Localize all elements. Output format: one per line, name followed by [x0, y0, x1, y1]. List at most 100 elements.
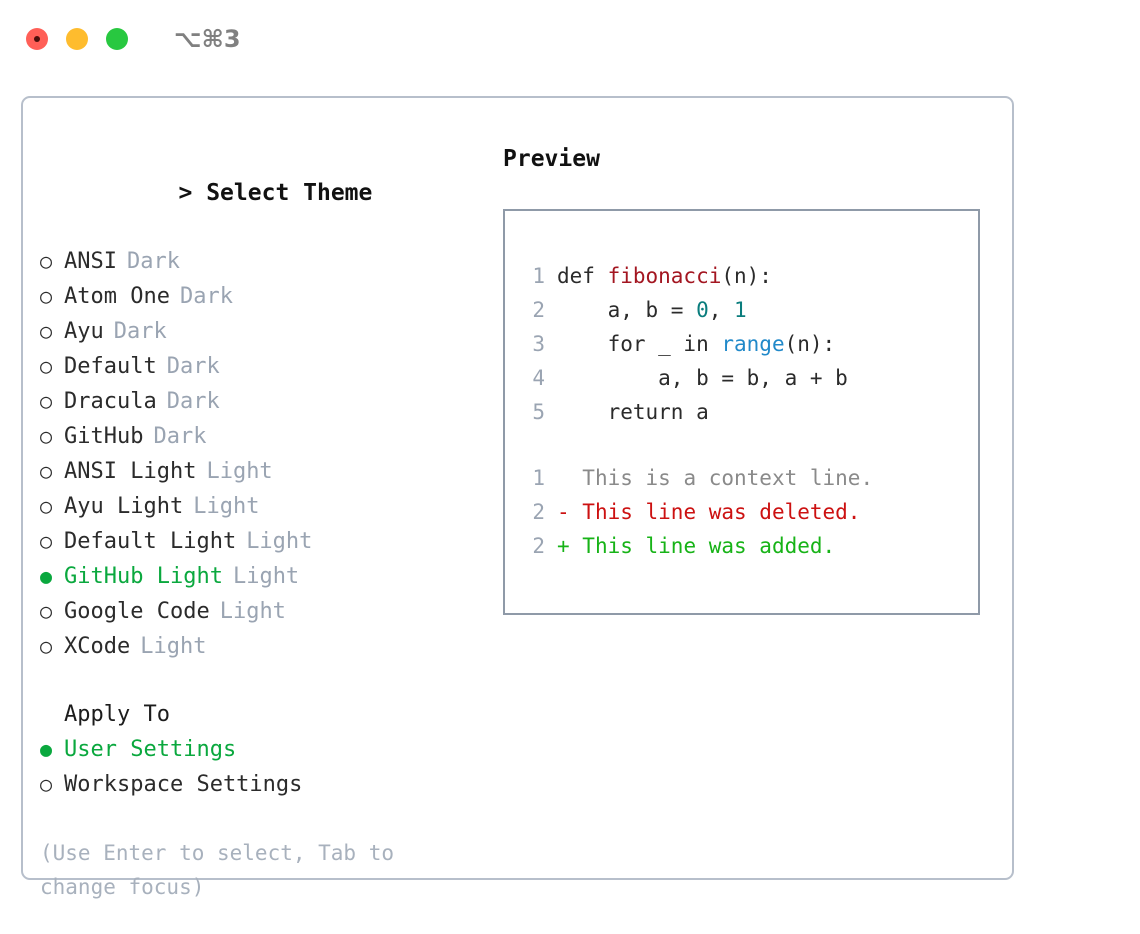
- code-token: ,: [708, 298, 735, 322]
- radio-empty-icon: ○: [40, 599, 53, 623]
- diff-marker: -: [557, 500, 583, 524]
- diff-marker: +: [557, 534, 583, 558]
- line-number: 1: [532, 264, 545, 288]
- diff-line: 2- This line was deleted.: [523, 495, 978, 529]
- code-token: (n):: [784, 332, 836, 356]
- theme-list-item[interactable]: ○ XCode Light: [40, 629, 483, 664]
- radio-empty-icon: ○: [40, 354, 53, 378]
- radio-empty-icon: ○: [40, 634, 53, 658]
- diff-line-text: This line was deleted.: [582, 500, 861, 524]
- radio-empty-icon: ○: [40, 249, 53, 273]
- code-token: 1: [734, 298, 747, 322]
- radio-selected-icon: ●: [40, 737, 53, 761]
- apply-to-option[interactable]: ○Workspace Settings: [40, 767, 483, 802]
- theme-name: Atom One: [64, 284, 170, 309]
- code-token: range: [721, 332, 785, 356]
- theme-name: Ayu: [64, 319, 104, 344]
- diff-line-text: This line was added.: [582, 534, 836, 558]
- theme-list-item[interactable]: ○ Atom One Dark: [40, 279, 483, 314]
- theme-name: ANSI: [64, 249, 117, 274]
- theme-name: GitHub: [64, 424, 144, 449]
- code-line: 3 for _ in range(n):: [523, 327, 978, 361]
- code-token: fibonacci: [607, 264, 722, 288]
- line-number: 5: [532, 400, 545, 424]
- apply-to-list[interactable]: ● User Settings ○Workspace Settings: [40, 732, 483, 802]
- diff-line: 2 + This line was added.: [523, 529, 978, 563]
- theme-name: Dracula: [64, 389, 157, 414]
- line-number: 3: [532, 332, 545, 356]
- theme-variant-tag: Light: [140, 634, 207, 659]
- radio-empty-icon: ○: [40, 772, 53, 796]
- apply-to-option-label: User Settings: [64, 737, 237, 762]
- radio-empty-icon: ○: [40, 529, 53, 553]
- theme-list-item[interactable]: ● GitHub Light Light: [40, 559, 483, 594]
- apply-to-label: Apply To: [64, 702, 170, 727]
- code-token: 0: [696, 298, 709, 322]
- code-token: def: [557, 264, 608, 288]
- line-number: 4: [532, 366, 545, 390]
- window-controls: [26, 28, 128, 50]
- code-line-content: a, b = b, a + b: [557, 361, 848, 395]
- code-line-content: return a: [557, 395, 709, 429]
- title-bar: ⌥⌘3: [0, 0, 1140, 78]
- theme-variant-tag: Dark: [179, 284, 233, 309]
- diff-marker: [557, 461, 582, 495]
- radio-selected-icon: ●: [40, 564, 53, 588]
- select-theme-heading-label: Select Theme: [206, 180, 373, 206]
- radio-empty-icon: ○: [40, 459, 53, 483]
- focus-caret-icon: >: [178, 180, 193, 206]
- theme-variant-tag: Dark: [166, 389, 220, 414]
- code-line-content: def fibonacci(n):: [557, 259, 772, 293]
- theme-name: GitHub Light: [64, 564, 223, 589]
- theme-name: XCode: [64, 634, 131, 659]
- maximize-window-button[interactable]: [106, 28, 128, 50]
- preview-heading: Preview: [503, 146, 600, 172]
- apply-to-option[interactable]: ● User Settings: [40, 732, 483, 767]
- theme-name: Default Light: [64, 529, 237, 554]
- code-token: for _ in: [557, 332, 722, 356]
- theme-name: Google Code: [64, 599, 210, 624]
- line-number: 2: [532, 298, 545, 322]
- code-token: (n):: [721, 264, 772, 288]
- theme-variant-tag: Light: [193, 494, 260, 519]
- theme-list-item[interactable]: ○ Google Code Light: [40, 594, 483, 629]
- code-line: 1 def fibonacci(n):: [523, 259, 978, 293]
- line-number: 1: [532, 466, 545, 490]
- radio-empty-icon: ○: [40, 319, 53, 343]
- diff-sample: 1 This is a context line.2- This line wa…: [523, 461, 978, 563]
- theme-variant-tag: Light: [232, 564, 300, 589]
- code-token: a, b = b, a + b: [557, 366, 848, 390]
- code-line: 4 a, b = b, a + b: [523, 361, 978, 395]
- close-window-button[interactable]: [26, 28, 48, 50]
- radio-empty-icon: ○: [40, 424, 53, 448]
- code-line-content: a, b = 0, 1: [557, 293, 747, 327]
- theme-variant-tag: Dark: [166, 354, 220, 379]
- theme-variant-tag: Light: [206, 459, 273, 484]
- keyboard-shortcut-label: ⌥⌘3: [174, 25, 241, 53]
- radio-empty-icon: ○: [40, 494, 53, 518]
- diff-line: 1 This is a context line.: [523, 461, 978, 495]
- code-line: 5 return a: [523, 395, 978, 429]
- select-theme-heading: > Select Theme: [40, 142, 483, 244]
- diff-line-text: This is a context line.: [582, 466, 874, 490]
- code-token: return a: [557, 400, 709, 424]
- line-number: 2: [532, 534, 545, 558]
- theme-variant-tag: Light: [219, 599, 286, 624]
- radio-empty-icon: ○: [40, 284, 53, 308]
- code-token: a, b =: [557, 298, 697, 322]
- minimize-window-button[interactable]: [66, 28, 88, 50]
